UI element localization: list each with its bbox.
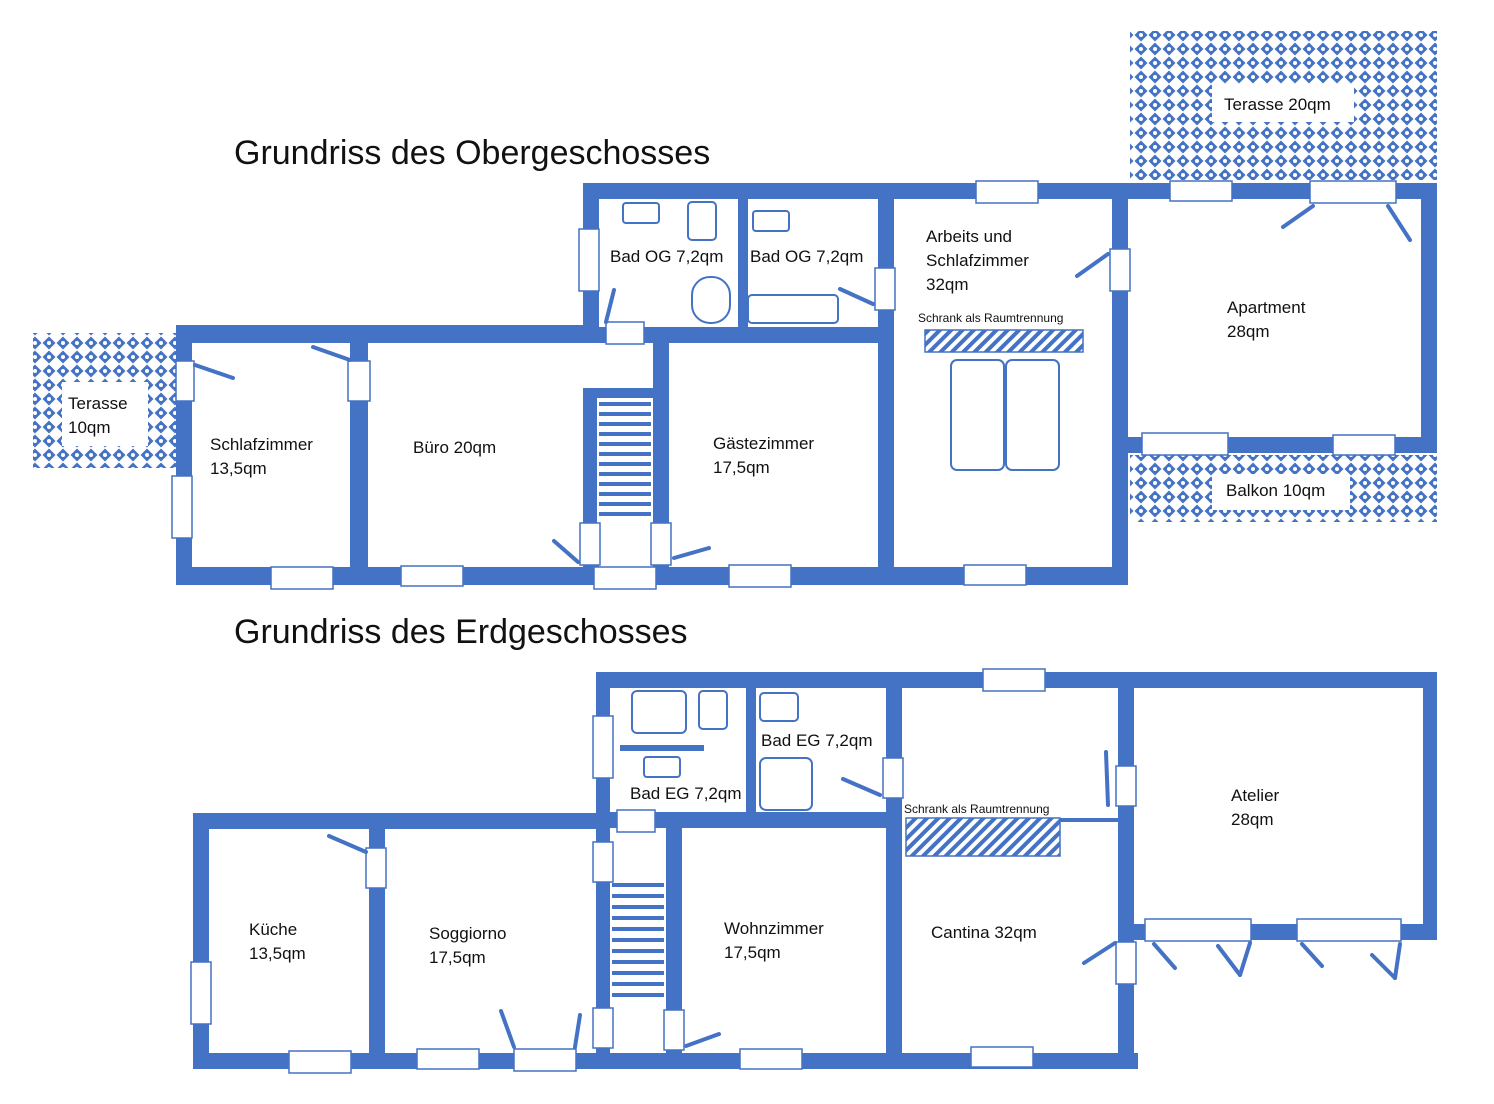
soggiorno-label-2: 17,5qm [429, 948, 486, 967]
upper-windows [171, 180, 1397, 590]
upper-doors [193, 204, 1412, 564]
kitchen-label-1: Küche [249, 920, 297, 939]
upper-stairs [597, 398, 653, 526]
bedroom-label-1: Schlafzimmer [210, 435, 313, 454]
upper-floor-title: Grundriss des Obergeschosses [234, 134, 710, 172]
upper-beds [950, 359, 1060, 471]
kitchen-label-2: 13,5qm [249, 944, 306, 963]
office-label: Büro 20qm [413, 438, 496, 457]
upper-bath1-label: Bad OG 7,2qm [610, 247, 723, 266]
guest-label-1: Gästezimmer [713, 434, 814, 453]
ground-stairs [612, 883, 664, 997]
guest-label-2: 17,5qm [713, 458, 770, 477]
workbed-label-3: 32qm [926, 275, 969, 294]
bedroom-label-2: 13,5qm [210, 459, 267, 478]
terrace-left-label-1: Terasse [68, 394, 128, 413]
living-label-1: Wohnzimmer [724, 919, 824, 938]
balcony-label: Balkon 10qm [1226, 481, 1325, 500]
soggiorno-label-1: Soggiorno [429, 924, 507, 943]
upper-bath-fixtures [622, 201, 839, 324]
ground-bath-fixtures [631, 690, 813, 811]
atelier-label-2: 28qm [1231, 810, 1274, 829]
ground-bath-counter [620, 745, 704, 751]
workbed-label-1: Arbeits und [926, 227, 1012, 246]
upper-floor: Terasse 20qm Terasse 10qm Balkon 10qm [33, 31, 1437, 590]
apartment-label-1: Apartment [1227, 298, 1306, 317]
cantina-label: Cantina 32qm [931, 923, 1037, 942]
ground-floor: Bad EG 7,2qm Bad EG 7,2qm Schrank als Ra… [190, 668, 1437, 1074]
terrace-left-label-2: 10qm [68, 418, 111, 437]
atelier-label-1: Atelier [1231, 786, 1280, 805]
apartment-label-2: 28qm [1227, 322, 1270, 341]
terrace-top-label: Terasse 20qm [1224, 95, 1331, 114]
terrace-top-label-bg [1212, 84, 1354, 122]
balcony-label-bg [1212, 474, 1350, 510]
upper-wardrobe-label: Schrank als Raumtrennung [918, 311, 1063, 325]
living-label-2: 17,5qm [724, 943, 781, 962]
ground-doors [327, 750, 1402, 1049]
ground-bath2-label: Bad EG 7,2qm [761, 731, 873, 750]
ground-bath1-label: Bad EG 7,2qm [630, 784, 742, 803]
upper-bath2-label: Bad OG 7,2qm [750, 247, 863, 266]
ground-floor-title: Grundriss des Erdgeschosses [234, 613, 688, 651]
ground-wardrobe [905, 817, 1061, 857]
terrace-left-label-bg [62, 382, 148, 446]
upper-wardrobe [924, 329, 1084, 353]
workbed-label-2: Schlafzimmer [926, 251, 1029, 270]
ground-windows [190, 668, 1402, 1074]
ground-wardrobe-label: Schrank als Raumtrennung [904, 802, 1049, 816]
